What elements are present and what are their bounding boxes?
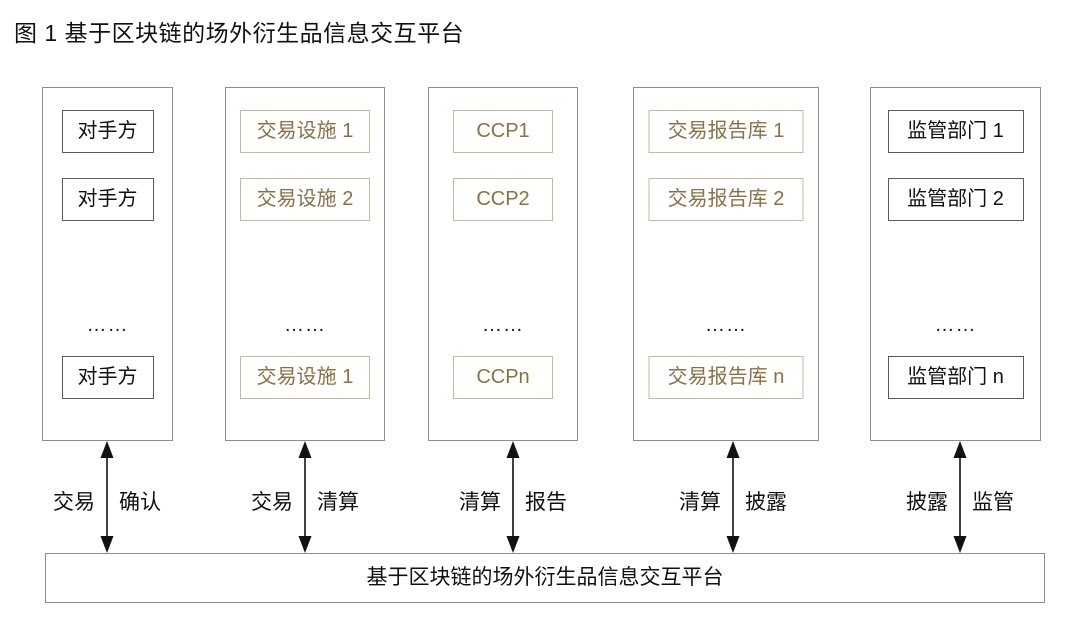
arrow-double-trading-facility (294, 441, 316, 553)
node-regulator-n[interactable]: 监管部门 n (887, 356, 1024, 399)
flow-label-right: 披露 (745, 491, 787, 514)
ellipsis-trade-repository: …… (705, 314, 747, 336)
node-counterparty-2[interactable]: 对手方 (61, 178, 154, 221)
flow-label-right: 确认 (119, 491, 161, 514)
column-counterparty: 对手方 对手方 …… 对手方 (42, 87, 173, 441)
arrow-double-ccp (502, 441, 524, 553)
column-regulator: 监管部门 1 监管部门 2 …… 监管部门 n (870, 87, 1041, 441)
node-ccp-1[interactable]: CCP1 (453, 110, 553, 153)
node-trading-facility-2[interactable]: 交易设施 2 (240, 178, 370, 221)
node-trading-facility-n[interactable]: 交易设施 1 (240, 356, 370, 399)
flow-label-left: 披露 (906, 491, 948, 514)
flow-label-right: 清算 (317, 491, 359, 514)
node-trade-repository-n[interactable]: 交易报告库 n (648, 356, 804, 399)
column-trade-repository: 交易报告库 1 交易报告库 2 …… 交易报告库 n (633, 87, 819, 441)
flow-label-left: 清算 (459, 491, 501, 514)
flow-label-counterparty: 交易 确认 (33, 486, 181, 516)
figure-title: 图 1 基于区块链的场外衍生品信息交互平台 (14, 20, 465, 46)
node-counterparty-1[interactable]: 对手方 (61, 110, 154, 153)
node-trade-repository-1[interactable]: 交易报告库 1 (648, 110, 804, 153)
node-trading-facility-1[interactable]: 交易设施 1 (240, 110, 370, 153)
node-regulator-2[interactable]: 监管部门 2 (887, 178, 1024, 221)
flow-label-trade-repository: 清算 披露 (659, 486, 807, 516)
ellipsis-ccp: …… (482, 314, 524, 336)
flow-label-right: 报告 (525, 491, 567, 514)
node-ccp-2[interactable]: CCP2 (453, 178, 553, 221)
flow-label-left: 交易 (53, 491, 95, 514)
node-ccp-n[interactable]: CCPn (453, 356, 553, 399)
flow-label-ccp: 清算 报告 (439, 486, 587, 516)
column-trading-facility: 交易设施 1 交易设施 2 …… 交易设施 1 (225, 87, 385, 441)
ellipsis-trading-facility: …… (284, 314, 326, 336)
ellipsis-regulator: …… (934, 314, 977, 336)
arrow-double-counterparty (96, 441, 118, 553)
flow-label-regulator: 披露 监管 (886, 486, 1034, 516)
flow-label-right: 监管 (972, 491, 1014, 514)
arrow-double-trade-repository (722, 441, 744, 553)
ellipsis-counterparty: …… (86, 314, 129, 336)
node-trade-repository-2[interactable]: 交易报告库 2 (648, 178, 804, 221)
column-ccp: CCP1 CCP2 …… CCPn (428, 87, 578, 441)
flow-label-left: 交易 (251, 491, 293, 514)
arrow-double-regulator (949, 441, 971, 553)
platform-bar: 基于区块链的场外衍生品信息交互平台 (45, 553, 1045, 603)
node-counterparty-n[interactable]: 对手方 (61, 356, 154, 399)
flow-label-trading-facility: 交易 清算 (231, 486, 379, 516)
flow-label-left: 清算 (679, 491, 721, 514)
node-regulator-1[interactable]: 监管部门 1 (887, 110, 1024, 153)
